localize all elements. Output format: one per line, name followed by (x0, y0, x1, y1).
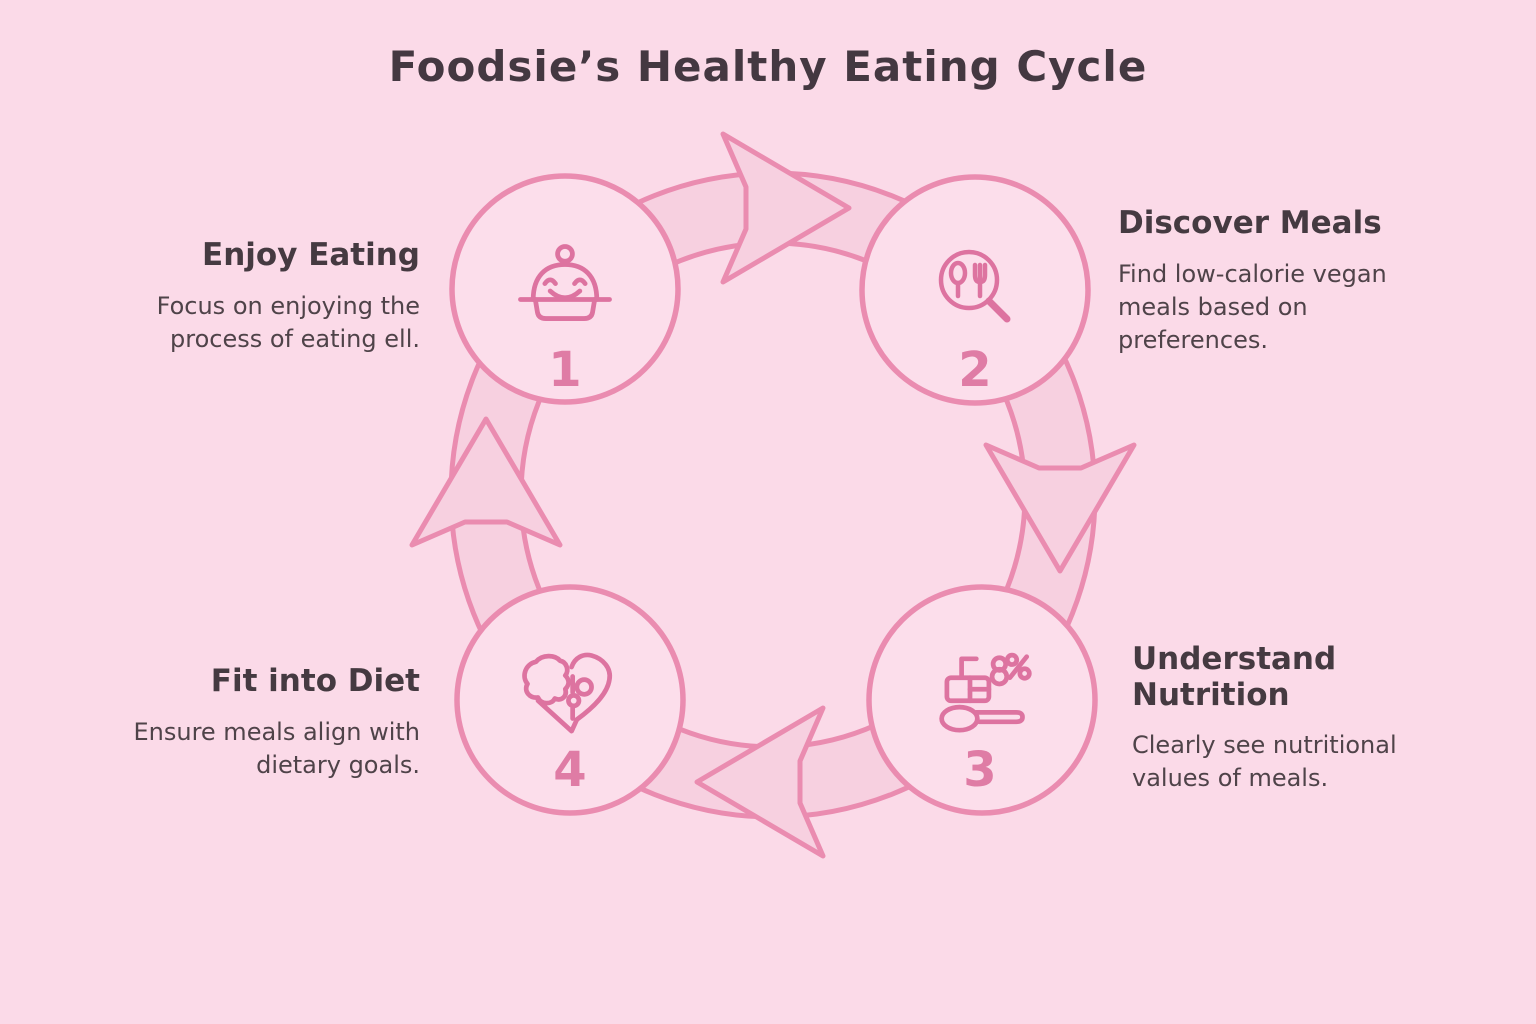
step-3-number: 3 (963, 742, 996, 798)
heart-puzzle-icon (522, 652, 613, 734)
step-2-text-block: Discover Meals Find low-calorie vegan me… (1118, 205, 1428, 357)
step-4-description: Ensure meals align with dietary goals. (133, 717, 420, 779)
step-3-heading: Understand Nutrition (1132, 641, 1337, 713)
step-1-text-block: Enjoy Eating Focus on enjoying the proce… (108, 237, 420, 356)
step-circles (449, 173, 1098, 816)
magnifier-utensils-icon (938, 249, 1011, 323)
cycle-arrows (409, 131, 1137, 859)
step-4-heading: Fit into Diet (210, 663, 420, 699)
step-2-number: 2 (958, 342, 991, 398)
step-3-text-block: Understand Nutrition Clearly see nutriti… (1132, 641, 1442, 796)
step-1-heading: Enjoy Eating (202, 237, 420, 273)
arrow-up-icon (409, 416, 563, 548)
step-3-description: Clearly see nutritional values of meals. (1132, 731, 1397, 793)
arrow-left-icon (694, 705, 826, 859)
step-1-number: 1 (548, 342, 581, 398)
step-1-description: Focus on enjoying the process of eating … (156, 291, 420, 353)
step-2-heading: Discover Meals (1118, 205, 1382, 241)
step-2-description: Find low-calorie vegan meals based on pr… (1118, 259, 1387, 354)
step-4-number: 4 (553, 742, 586, 798)
page-title: Foodsie’s Healthy Eating Cycle (388, 42, 1148, 91)
nutrition-measuring-spoon-icon (939, 652, 1032, 733)
step-4-text-block: Fit into Diet Ensure meals align with di… (108, 663, 420, 782)
arrow-down-icon (983, 442, 1137, 574)
step-2-circle (859, 174, 1091, 406)
arrow-right-icon (720, 131, 852, 285)
smiling-cloche-icon (518, 244, 612, 321)
step-1-circle (449, 173, 681, 405)
